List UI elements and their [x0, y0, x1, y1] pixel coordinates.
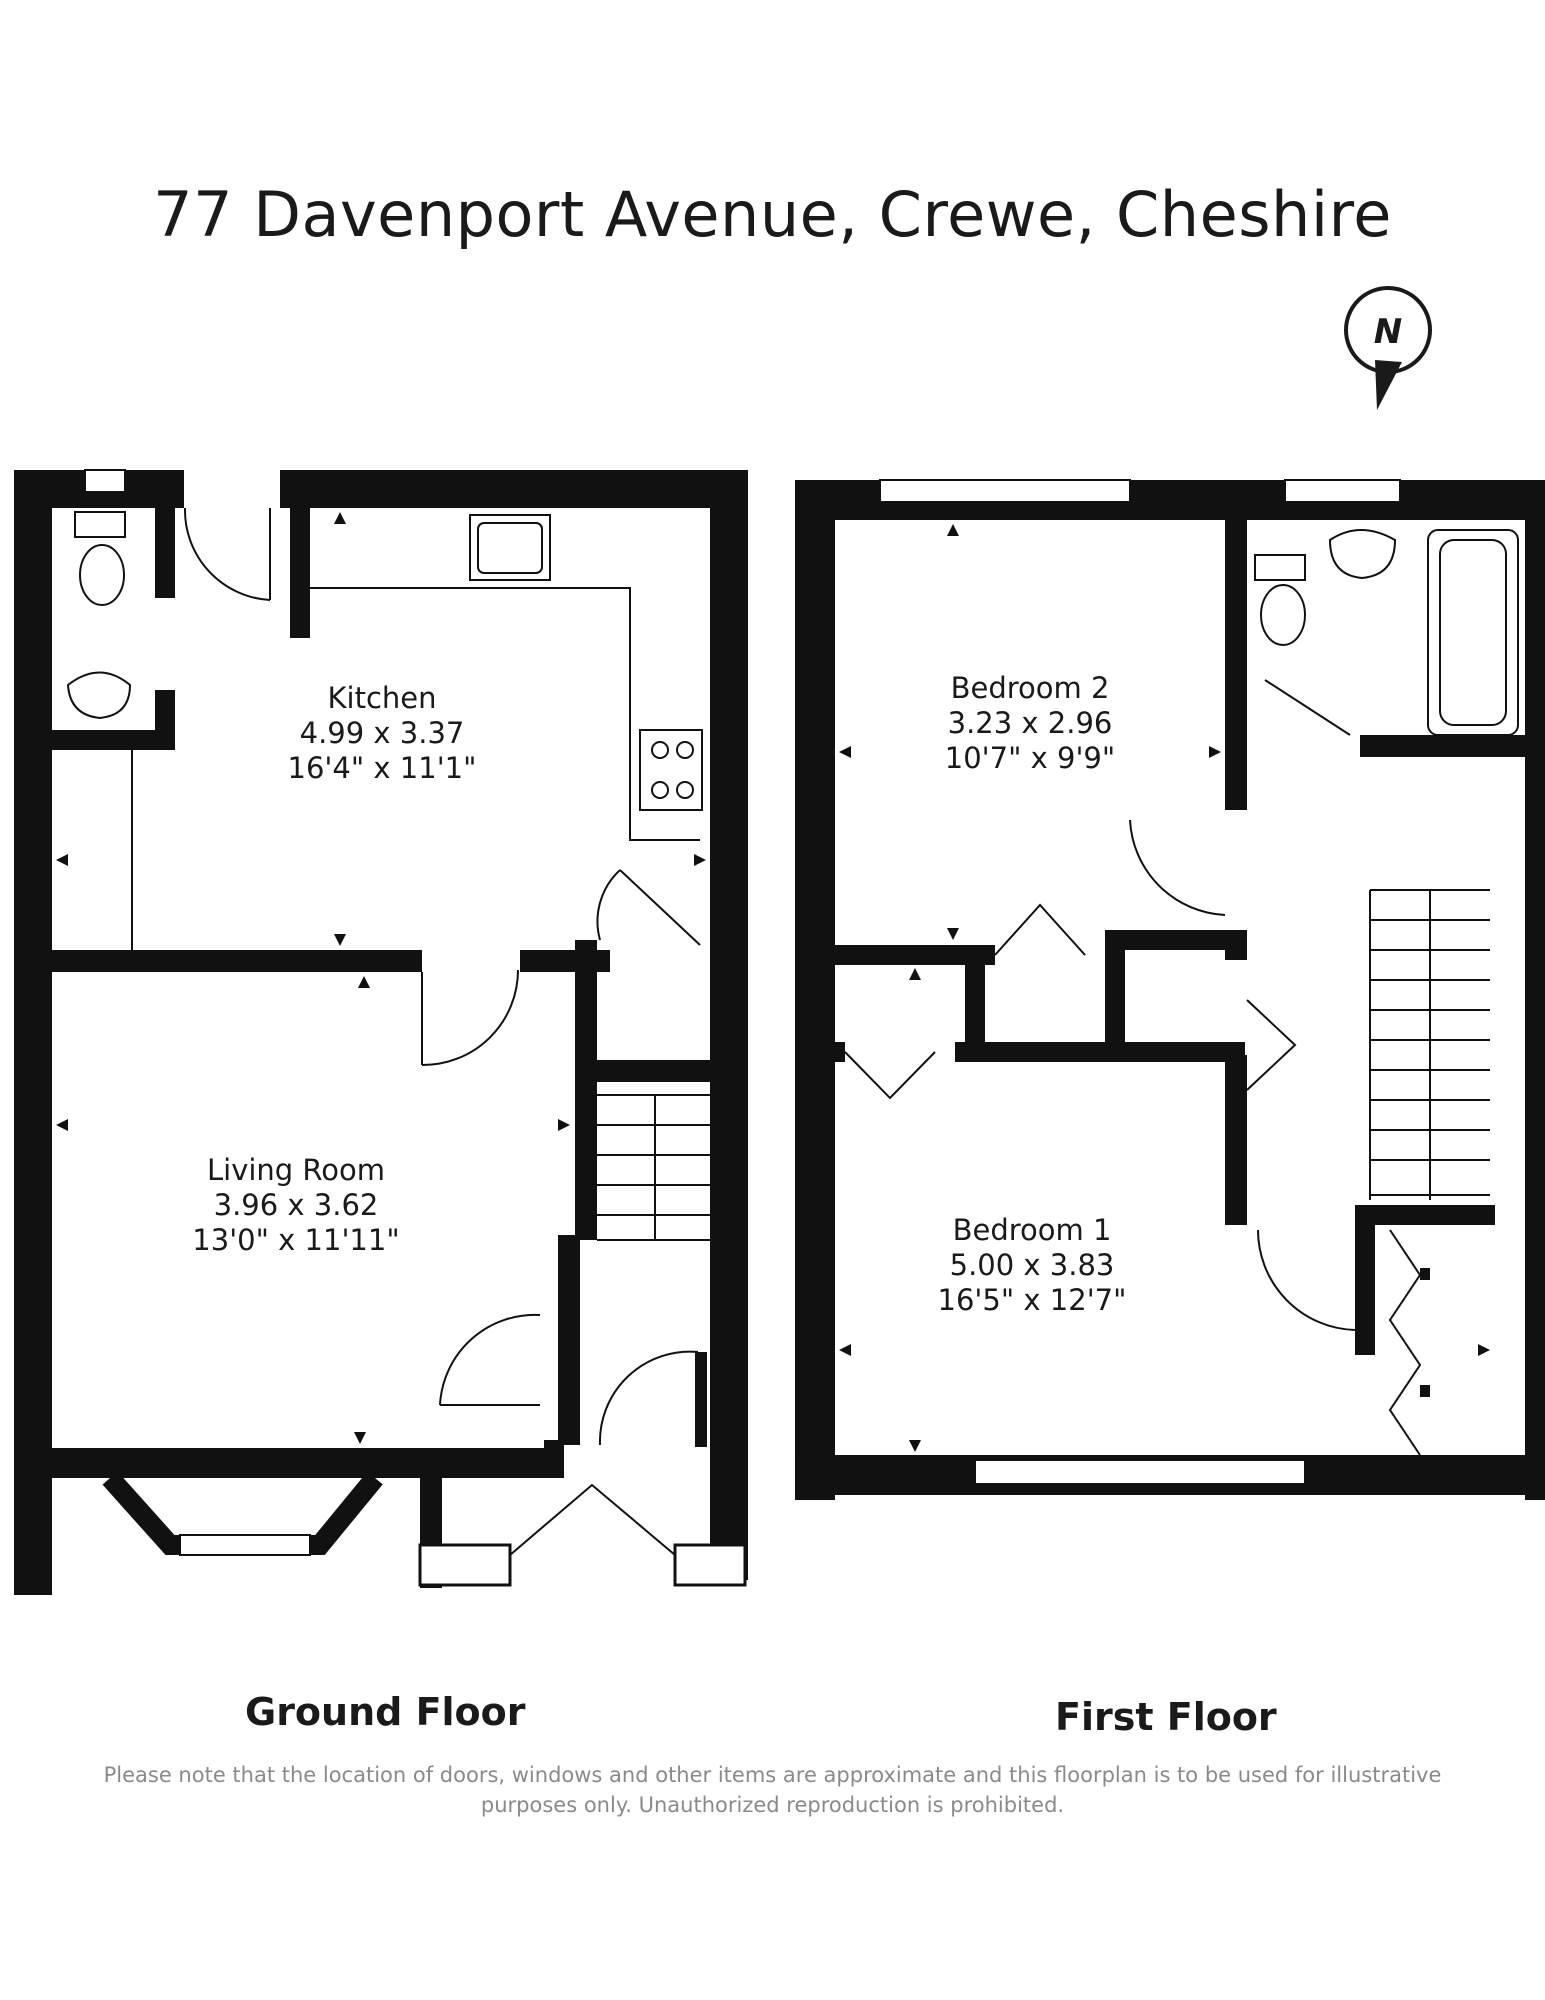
page-title: 77 Davenport Avenue, Crewe, Cheshire: [153, 178, 1392, 251]
disclaimer-line-2: purposes only. Unauthorized reproduction…: [480, 1793, 1065, 1817]
kitchen-metric: 4.99 x 3.37: [300, 716, 465, 750]
kitchen-name: Kitchen: [328, 681, 437, 715]
compass-label: N: [1374, 312, 1402, 352]
compass-icon: N: [1344, 286, 1432, 410]
kitchen-imperial: 16'4" x 11'1": [288, 751, 477, 785]
room-label-living-room: Living Room 3.96 x 3.62 13'0" x 11'11": [192, 1153, 399, 1257]
first-floor-plan: [795, 479, 1545, 1500]
disclaimer: Please note that the location of doors, …: [90, 1760, 1455, 1820]
bedroom-2-imperial: 10'7" x 9'9": [945, 741, 1115, 775]
bedroom-1-metric: 5.00 x 3.83: [950, 1248, 1115, 1282]
bedroom-1-imperial: 16'5" x 12'7": [938, 1283, 1127, 1317]
ground-floor-plan: [14, 469, 748, 1595]
bedroom-2-name: Bedroom 2: [951, 671, 1110, 705]
room-label-kitchen: Kitchen 4.99 x 3.37 16'4" x 11'1": [288, 681, 477, 785]
disclaimer-line-1: Please note that the location of doors, …: [103, 1763, 1442, 1787]
bedroom-2-metric: 3.23 x 2.96: [948, 706, 1113, 740]
room-label-bedroom-2: Bedroom 2 3.23 x 2.96 10'7" x 9'9": [945, 671, 1115, 775]
living-room-name: Living Room: [207, 1153, 385, 1187]
bedroom-1-name: Bedroom 1: [953, 1213, 1112, 1247]
room-label-bedroom-1: Bedroom 1 5.00 x 3.83 16'5" x 12'7": [938, 1213, 1127, 1317]
ground-floor-label: Ground Floor: [245, 1690, 526, 1734]
first-floor-label: First Floor: [1055, 1695, 1277, 1739]
living-room-metric: 3.96 x 3.62: [214, 1188, 379, 1222]
living-room-imperial: 13'0" x 11'11": [192, 1223, 399, 1257]
